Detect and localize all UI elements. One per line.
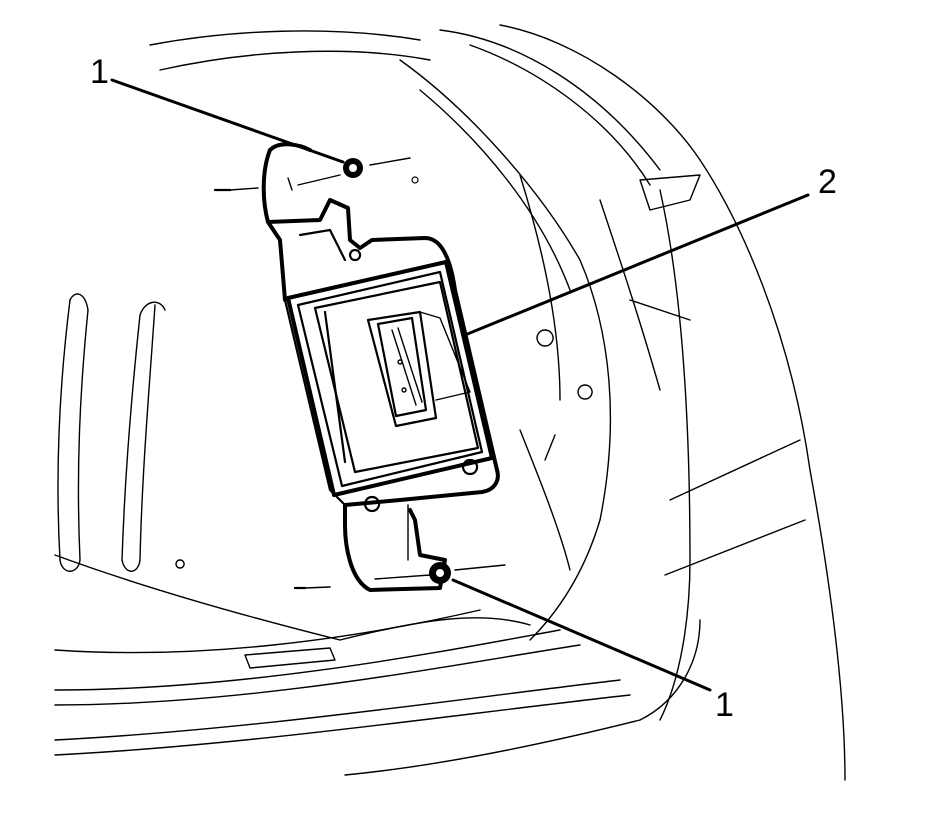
vehicle-trunk-outline [54,24,846,781]
callout-1-lower: 1 [715,686,734,724]
callout-2: 2 [818,163,837,201]
module-bracket [261,142,500,592]
leader-line-1-upper [110,78,345,164]
leader-line-2 [463,193,810,337]
upper-nut [287,157,411,191]
lower-stud [293,586,331,590]
electronic-module [286,260,494,497]
callout-1-upper: 1 [90,53,109,91]
lower-nut [374,562,506,584]
callout-leaders [110,78,810,692]
leader-line-1-lower [451,578,712,692]
upper-stud [213,176,419,192]
